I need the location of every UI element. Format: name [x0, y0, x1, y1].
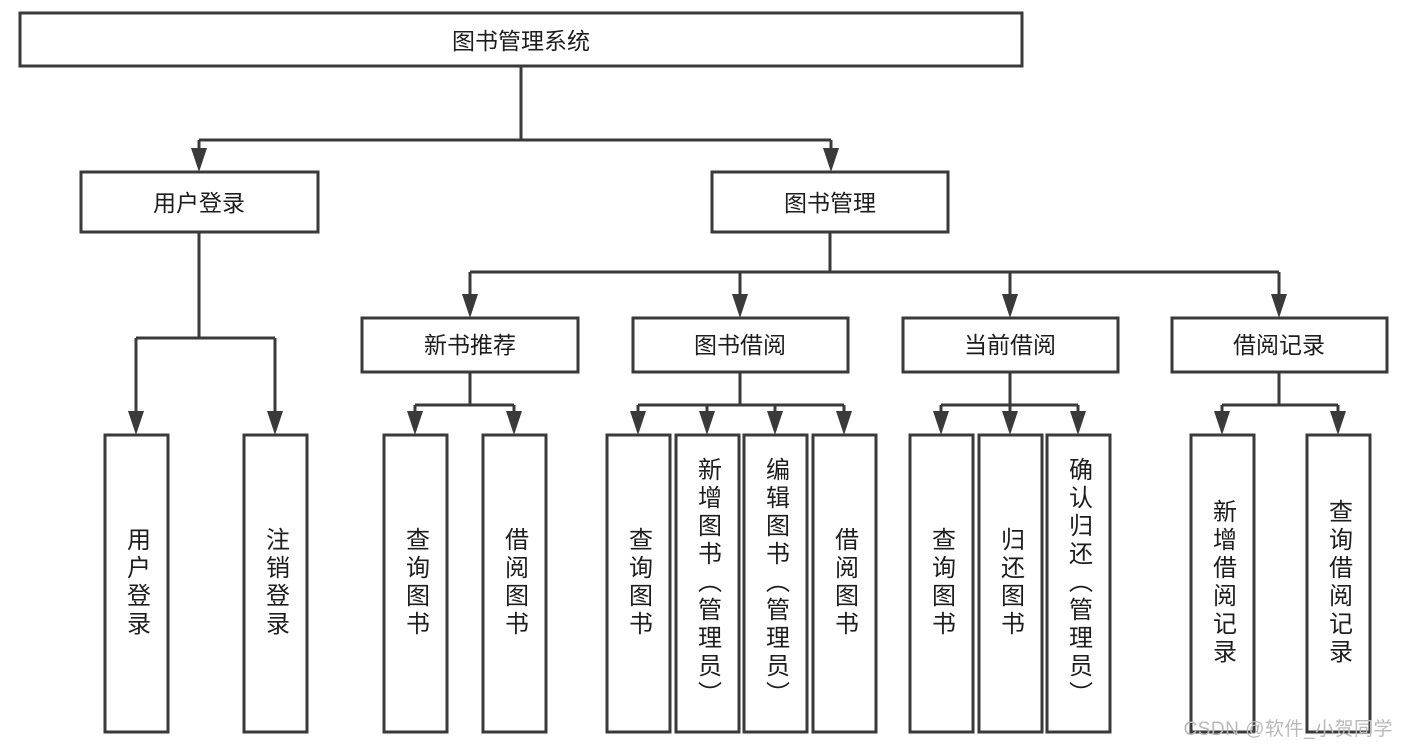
- leaf-label: 查询图书: [928, 527, 956, 639]
- connector-currentborrow-to-leaves: [933, 372, 1086, 435]
- arrow-head-icon: [823, 148, 839, 172]
- level3-label: 新书推荐: [424, 332, 516, 358]
- leaf-label: 新增图书（管理员）: [694, 457, 722, 709]
- arrow-head-icon: [699, 411, 715, 435]
- leaf-box: [605, 433, 672, 734]
- arrow-head-icon: [1330, 411, 1346, 435]
- level2-label: 用户登录: [153, 190, 245, 216]
- leaf-logout[interactable]: 注销登录: [242, 433, 309, 734]
- arrow-head-icon: [630, 411, 646, 435]
- node-user-login[interactable]: 用户登录: [79, 170, 320, 234]
- connector-newbook-to-leaves: [407, 372, 522, 435]
- leaf-label: 借阅图书: [831, 527, 859, 639]
- root-box: [18, 11, 1024, 68]
- connector-userlogin-to-leaves: [128, 232, 283, 435]
- arrow-head-icon: [1271, 294, 1287, 318]
- level2-box: [79, 170, 320, 234]
- leaf-add-book-admin[interactable]: 新增图书（管理员）: [674, 433, 741, 734]
- level2-label: 图书管理: [784, 190, 876, 216]
- connector-root-to-level2: [191, 66, 839, 172]
- root-label: 图书管理系统: [452, 28, 590, 54]
- leaf-add-borrow-record[interactable]: 新增借阅记录: [1189, 433, 1256, 734]
- arrow-head-icon: [933, 411, 949, 435]
- leaf-box: [103, 433, 170, 734]
- leaf-label: 查询图书: [625, 527, 653, 639]
- level3-label: 图书借阅: [694, 332, 786, 358]
- leaf-borrow-book[interactable]: 借阅图书: [811, 433, 878, 734]
- connector-borrowrecord-to-leaves: [1214, 372, 1346, 435]
- leaf-box: [1305, 433, 1372, 734]
- leaf-label: 查询图书: [402, 527, 430, 639]
- watermark-text: CSDN @软件_小贺同学: [1183, 719, 1393, 740]
- leaf-box: [811, 433, 878, 734]
- leaf-edit-book-admin[interactable]: 编辑图书（管理员）: [742, 433, 809, 734]
- leaf-user-login[interactable]: 用户登录: [103, 433, 170, 734]
- leaf-label: 注销登录: [262, 527, 290, 639]
- arrow-head-icon: [732, 294, 748, 318]
- arrow-head-icon: [767, 411, 783, 435]
- leaf-label: 借阅图书: [501, 527, 529, 639]
- leaf-box: [742, 433, 809, 734]
- leaf-label: 查询借阅记录: [1325, 499, 1353, 667]
- leaf-box: [908, 433, 975, 734]
- leaf-label: 用户登录: [123, 527, 151, 639]
- node-new-book-recommend[interactable]: 新书推荐: [360, 316, 580, 374]
- leaf-query-book-borrow[interactable]: 查询图书: [605, 433, 672, 734]
- leaf-box: [1189, 433, 1256, 734]
- node-borrow-record[interactable]: 借阅记录: [1170, 316, 1389, 374]
- node-current-borrow[interactable]: 当前借阅: [901, 316, 1120, 374]
- level3-label: 借阅记录: [1233, 332, 1325, 358]
- node-book-management[interactable]: 图书管理: [710, 170, 950, 234]
- leaf-query-book-newbook[interactable]: 查询图书: [382, 433, 449, 734]
- arrow-head-icon: [1214, 411, 1230, 435]
- leaf-box: [242, 433, 309, 734]
- level3-box: [360, 316, 580, 374]
- arrow-head-icon: [1070, 411, 1086, 435]
- arrow-head-icon: [128, 411, 144, 435]
- arrow-head-icon: [836, 411, 852, 435]
- leaf-confirm-return-admin[interactable]: 确认归还（管理员）: [1045, 433, 1112, 734]
- leaf-box: [382, 433, 449, 734]
- level3-label: 当前借阅: [964, 332, 1056, 358]
- level3-box: [901, 316, 1120, 374]
- node-book-borrow[interactable]: 图书借阅: [631, 316, 850, 374]
- arrow-head-icon: [1002, 294, 1018, 318]
- arrow-head-icon: [267, 411, 283, 435]
- leaf-box: [481, 433, 548, 734]
- leaf-label: 确认归还（管理员）: [1065, 457, 1093, 709]
- leaf-label: 新增借阅记录: [1209, 499, 1237, 667]
- leaf-query-book-current[interactable]: 查询图书: [908, 433, 975, 734]
- leaf-label: 归还图书: [997, 527, 1025, 639]
- arrow-head-icon: [1002, 411, 1018, 435]
- leaf-box: [674, 433, 741, 734]
- node-root[interactable]: 图书管理系统: [18, 11, 1024, 68]
- connector-bookborrow-to-leaves: [630, 372, 852, 435]
- arrow-head-icon: [407, 411, 423, 435]
- leaf-box: [977, 433, 1044, 734]
- leaf-label: 编辑图书（管理员）: [762, 457, 790, 709]
- connector-bookmgmt-to-level3: [462, 232, 1287, 318]
- arrow-head-icon: [462, 294, 478, 318]
- leaf-borrow-book-newbook[interactable]: 借阅图书: [481, 433, 548, 734]
- leaf-query-borrow-record[interactable]: 查询借阅记录: [1305, 433, 1372, 734]
- arrow-head-icon: [191, 148, 207, 172]
- leaf-box: [1045, 433, 1112, 734]
- leaf-return-book[interactable]: 归还图书: [977, 433, 1044, 734]
- arrow-head-icon: [506, 411, 522, 435]
